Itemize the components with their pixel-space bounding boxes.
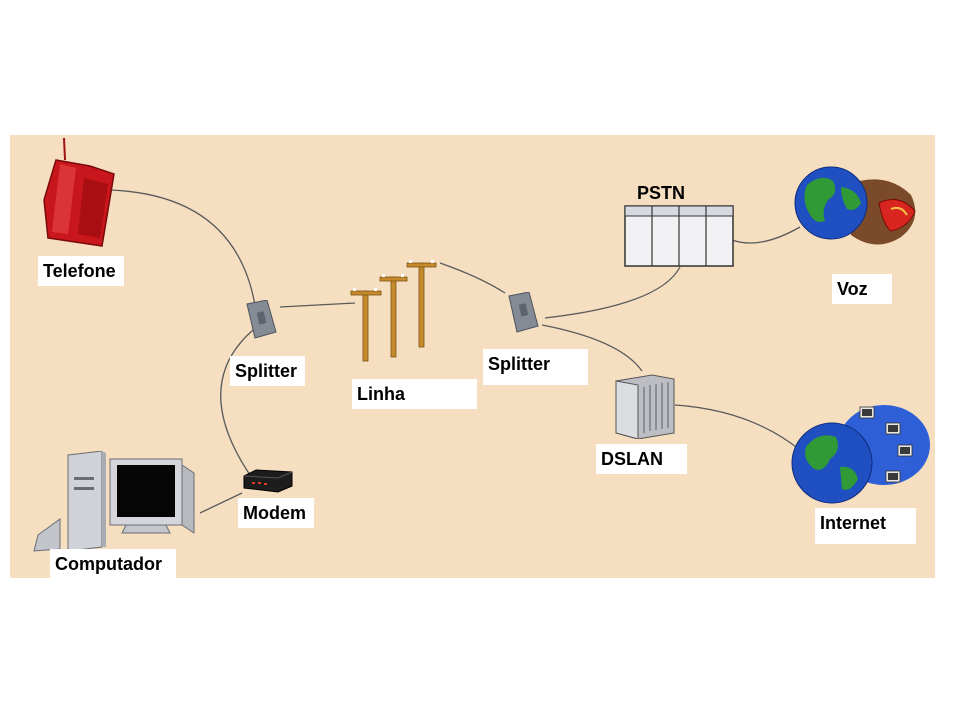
link-splitter-linha [279,302,356,308]
telefone-label: Telefone [38,256,124,286]
voz-label: Voz [832,274,892,304]
dsl-network-diagram: Telefone Splitter Linha Splitter PSTN Vo… [10,135,935,578]
link-dslan-internet [674,404,801,451]
splitter-right-label: Splitter [483,349,589,385]
link-splitter-modem [220,329,254,476]
dslam-rack-icon [615,374,675,439]
connection-lines [109,189,801,514]
pstn-switch-icon [624,205,734,267]
link-splitter-dslan [541,324,643,372]
internet-globe-icon [791,405,930,504]
splitter-left-label: Splitter [230,356,306,386]
telephone-poles-icon [350,260,437,362]
link-telefone-splitter [109,189,256,306]
link-linha-splitter [439,262,506,294]
link-pstn-voz [731,226,801,244]
computer-icon [33,451,195,552]
globe-phone-icon [794,166,916,245]
linha-label: Linha [352,379,477,409]
modem-label: Modem [238,498,314,528]
internet-label: Internet [815,508,917,544]
link-modem-computador [199,492,243,514]
link-splitter-pstn [544,266,681,319]
pstn-label: PSTN [637,183,686,203]
dslan-label: DSLAN [596,444,687,474]
modem-icon [243,469,293,493]
splitter-right-icon [508,292,539,333]
splitter-left-icon [246,300,277,339]
computador-label: Computador [50,549,176,578]
telephone-icon [43,138,115,247]
